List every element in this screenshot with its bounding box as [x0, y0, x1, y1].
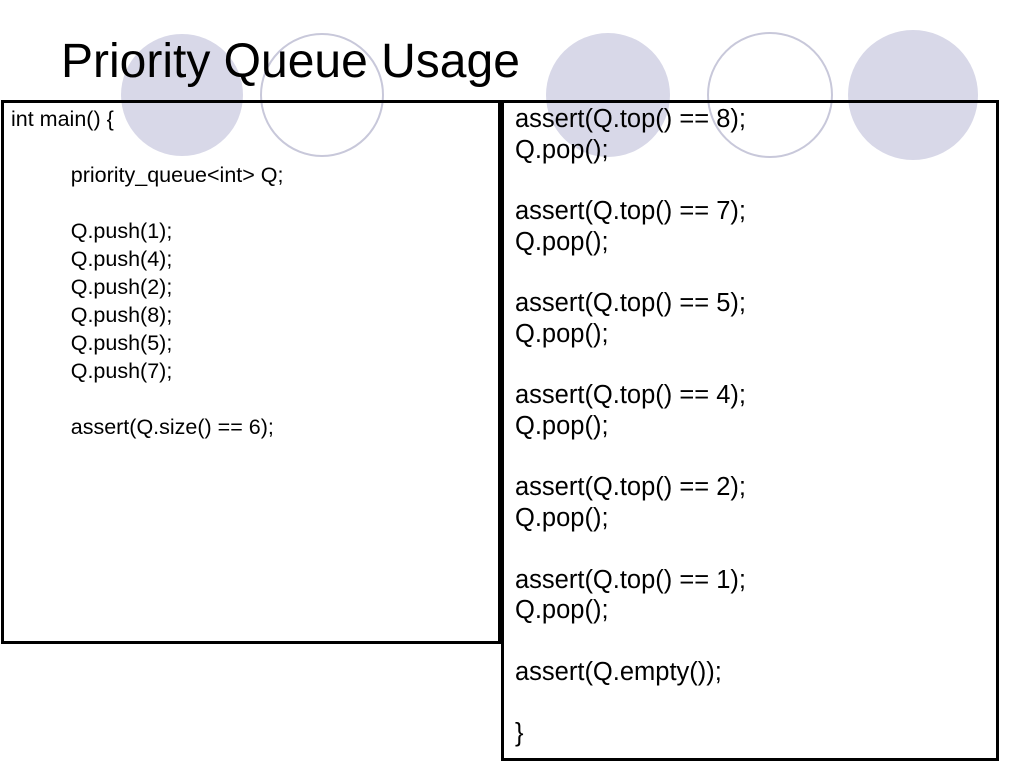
code-line: Q.pop(); [515, 412, 609, 441]
filled-circle-decoration [848, 30, 978, 160]
code-line [515, 258, 996, 289]
slide-title: Priority Queue Usage [61, 35, 520, 88]
code-line: Q.pop(); [515, 227, 609, 256]
code-line: priority_queue<int> Q; [11, 163, 284, 187]
code-line: assert(Q.empty()); [515, 657, 722, 686]
code-line: Q.pop(); [515, 504, 609, 533]
code-line: assert(Q.top() == 5); [515, 289, 746, 318]
code-line [11, 189, 498, 217]
code-line: assert(Q.top() == 1); [515, 565, 746, 594]
code-line: Q.push(7); [11, 359, 173, 383]
code-line [11, 133, 498, 161]
code-line [515, 165, 996, 196]
code-line [515, 350, 996, 381]
outlined-circle-decoration [260, 33, 384, 157]
code-line: assert(Q.top() == 7); [515, 197, 746, 226]
code-line [515, 534, 996, 565]
code-line: Q.push(8); [11, 303, 173, 327]
code-line: Q.push(2); [11, 275, 173, 299]
code-line [515, 442, 996, 473]
code-line: Q.pop(); [515, 319, 609, 348]
filled-circle-decoration [546, 33, 670, 157]
code-line [515, 687, 996, 718]
left-code-box: int main() { priority_queue<int> Q; Q.pu… [1, 100, 501, 644]
code-line: } [515, 719, 524, 748]
code-line: int main() { [11, 107, 114, 131]
code-line [515, 626, 996, 657]
code-line: Q.push(5); [11, 331, 173, 355]
code-line: Q.push(1); [11, 219, 173, 243]
outlined-circle-decoration [707, 32, 833, 158]
right-code-box: assert(Q.top() == 8);Q.pop(); assert(Q.t… [501, 100, 999, 761]
code-line: assert(Q.top() == 8); [515, 105, 746, 133]
code-line: Q.pop(); [515, 596, 609, 625]
code-line: Q.push(4); [11, 247, 173, 271]
filled-circle-decoration [121, 34, 243, 156]
code-line: Q.pop(); [515, 135, 609, 164]
code-line: assert(Q.top() == 2); [515, 473, 746, 502]
code-line: assert(Q.top() == 4); [515, 381, 746, 410]
code-line [11, 385, 498, 413]
code-line: assert(Q.size() == 6); [11, 415, 274, 439]
